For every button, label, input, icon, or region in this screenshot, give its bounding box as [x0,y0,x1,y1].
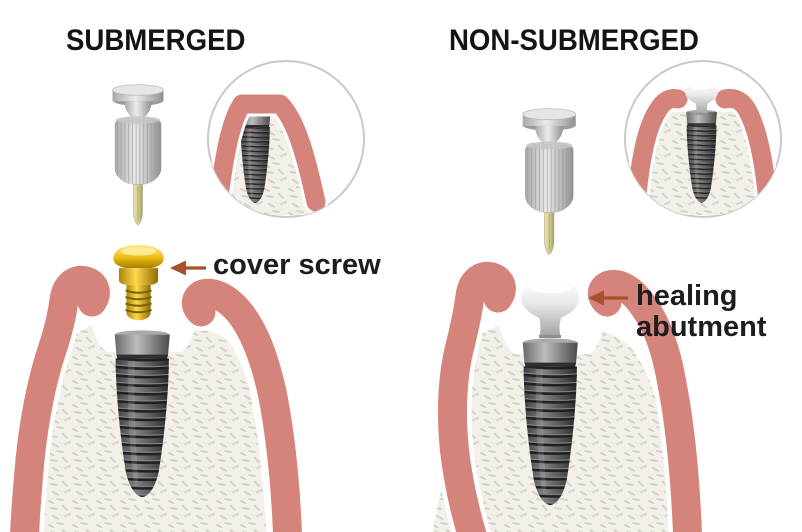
cover-screw-arrow [170,260,206,276]
gum-tissue-right [433,257,707,532]
non-submerged-title: NON-SUBMERGED [449,24,699,57]
submerged-title: SUBMERGED [66,24,246,57]
submerged-inset [207,60,365,218]
non-submerged-inset [624,60,782,218]
healing-abutment-label-line1: healing [636,280,738,312]
healing-abutment-label-line2: abutment [636,311,767,343]
non-submerged-jaw-section [432,60,782,532]
healing-abutment-label: healing abutment [636,281,767,343]
implant-driver-left [112,84,164,226]
cover-screw-label: cover screw [213,249,381,281]
gum-tissue-left [5,261,307,532]
healing-abutment-arrow [588,290,628,306]
submerged-jaw-section [5,60,365,532]
implant-driver-right [522,108,577,256]
